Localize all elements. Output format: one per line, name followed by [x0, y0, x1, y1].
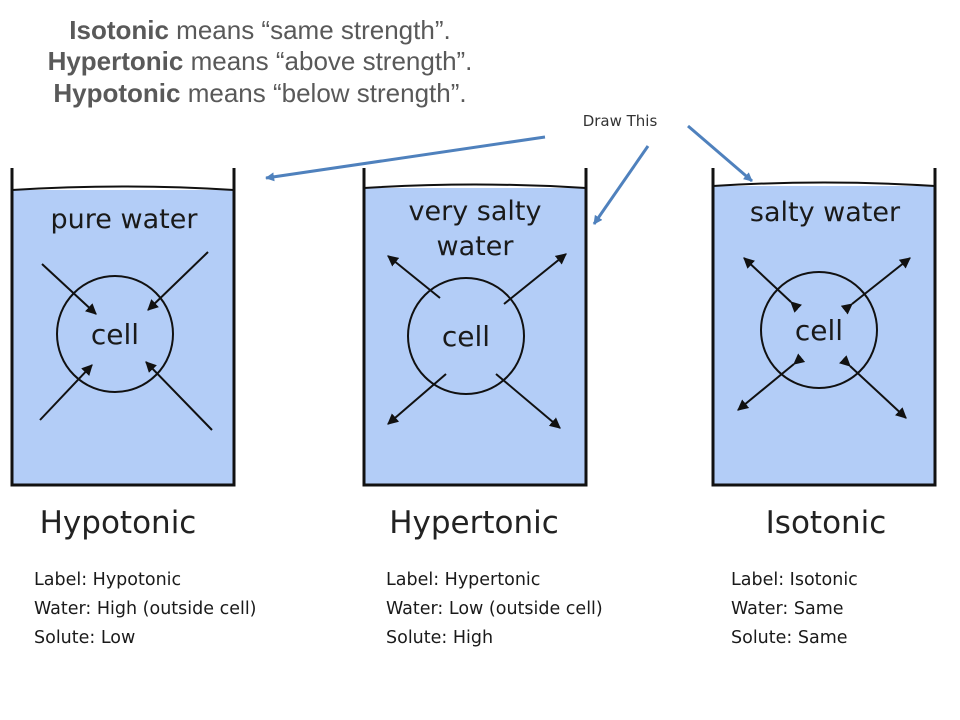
beaker-title: salty water: [750, 197, 901, 228]
arrow-inward: [145, 361, 213, 431]
cell-circle: [56, 275, 174, 393]
info-hypotonic: Label: Hypotonic Water: High (outside ce…: [34, 566, 257, 653]
beaker-type-label: Hypertonic: [389, 505, 559, 541]
term-isotonic: Isotonic: [69, 15, 169, 45]
beaker-title-line-1: very salty: [409, 196, 542, 227]
beaker-title-line-2: water: [437, 231, 515, 262]
definition-hypotonic: Hypotonic means “below strength”.: [0, 77, 520, 109]
callout-arrows: [265, 124, 753, 225]
definition-isotonic-text: means “same strength”.: [168, 15, 451, 45]
arrow-bidirectional: [737, 353, 806, 411]
info-water: Water: Same: [731, 599, 844, 619]
info-label: Label: Isotonic: [731, 570, 858, 590]
arrow-bidirectional: [840, 257, 911, 315]
info-solute: Solute: High: [386, 628, 494, 648]
cell-circle: [407, 277, 525, 395]
info-label: Label: Hypotonic: [34, 570, 182, 590]
term-hypertonic: Hypertonic: [47, 46, 184, 76]
arrow-outward: [495, 373, 561, 429]
definition-hypotonic-text: means “below strength”.: [180, 78, 467, 108]
info-hypertonic: Label: Hypertonic Water: Low (outside ce…: [386, 566, 603, 653]
info-water: Water: High (outside cell): [34, 599, 257, 619]
water-surface: [11, 185, 235, 191]
definition-hypertonic: Hypertonic means “above strength”.: [0, 45, 520, 77]
callout-arrow-hypertonic: [592, 145, 650, 225]
info-label: Label: Hypertonic: [386, 570, 541, 590]
cell-label: cell: [795, 314, 843, 347]
definition-isotonic: Isotonic means “same strength”.: [0, 14, 520, 46]
cell-label: cell: [442, 320, 490, 353]
arrow-outward: [387, 255, 441, 299]
beaker-type-label: Hypotonic: [40, 505, 197, 541]
info-solute: Solute: Same: [731, 628, 848, 648]
cell-circle: [760, 271, 878, 389]
arrow-outward: [387, 373, 447, 425]
arrow-inward: [147, 251, 209, 311]
info-isotonic: Label: Isotonic Water: Same Solute: Same: [731, 566, 858, 653]
arrow-outward: [503, 253, 567, 305]
beaker-title: pure water: [51, 204, 199, 235]
info-water: Water: Low (outside cell): [386, 599, 603, 619]
callout-arrow-hypotonic: [265, 135, 546, 182]
water-surface: [712, 181, 936, 187]
water-fill: [364, 188, 586, 485]
beaker-hypotonic: pure water cell Hypotonic: [10, 168, 236, 541]
arrow-bidirectional: [743, 257, 802, 313]
water-fill: [12, 190, 234, 485]
beaker-outline: [362, 168, 588, 487]
beaker-type-label: Isotonic: [766, 505, 887, 541]
term-hypotonic: Hypotonic: [53, 78, 181, 108]
beaker-outline: [10, 168, 236, 487]
draw-this-callout: Draw This: [582, 112, 658, 130]
arrow-bidirectional: [839, 355, 907, 419]
definition-hypertonic-text: means “above strength”.: [183, 46, 473, 76]
beaker-isotonic: salty water cell Isotonic: [711, 168, 937, 541]
water-surface: [363, 183, 587, 189]
beaker-outline: [711, 168, 937, 487]
info-solute: Solute: Low: [34, 628, 136, 648]
cell-label: cell: [91, 318, 139, 351]
beaker-hypertonic: very salty water cell Hypertonic: [362, 168, 588, 541]
callout-arrow-isotonic: [687, 124, 753, 183]
arrow-inward: [39, 364, 93, 421]
arrow-inward: [41, 263, 97, 315]
water-fill: [713, 186, 935, 485]
